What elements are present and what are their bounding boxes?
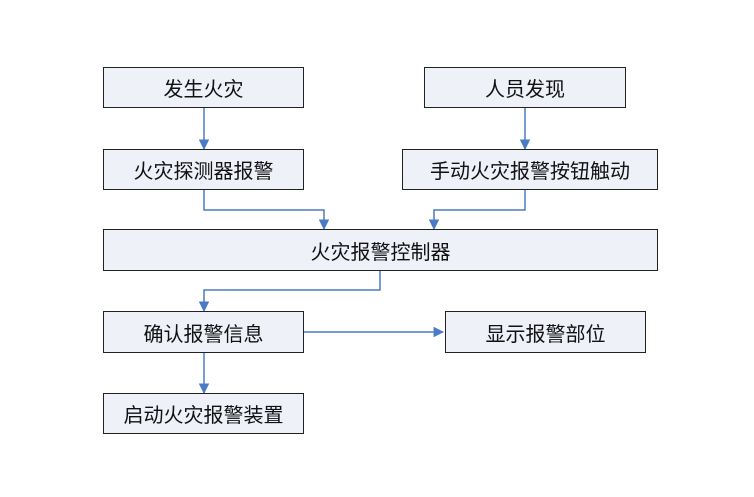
node-show-location: 显示报警部位 — [445, 311, 646, 353]
edge-controller-to-confirm — [198, 271, 381, 313]
node-start-device: 启动火灾报警装置 — [103, 393, 304, 434]
node-fire-occurs: 发生火灾 — [103, 67, 304, 108]
node-person-finds: 人员发现 — [424, 67, 626, 108]
edge-button-to-controller — [428, 190, 526, 231]
node-confirm-info: 确认报警信息 — [103, 311, 304, 353]
node-manual-button: 手动火灾报警按钮触动 — [402, 149, 658, 190]
edge-detector-to-controller — [203, 190, 330, 231]
node-detector-alarm: 火灾探测器报警 — [103, 149, 304, 190]
node-alarm-controller: 火灾报警控制器 — [103, 229, 658, 271]
